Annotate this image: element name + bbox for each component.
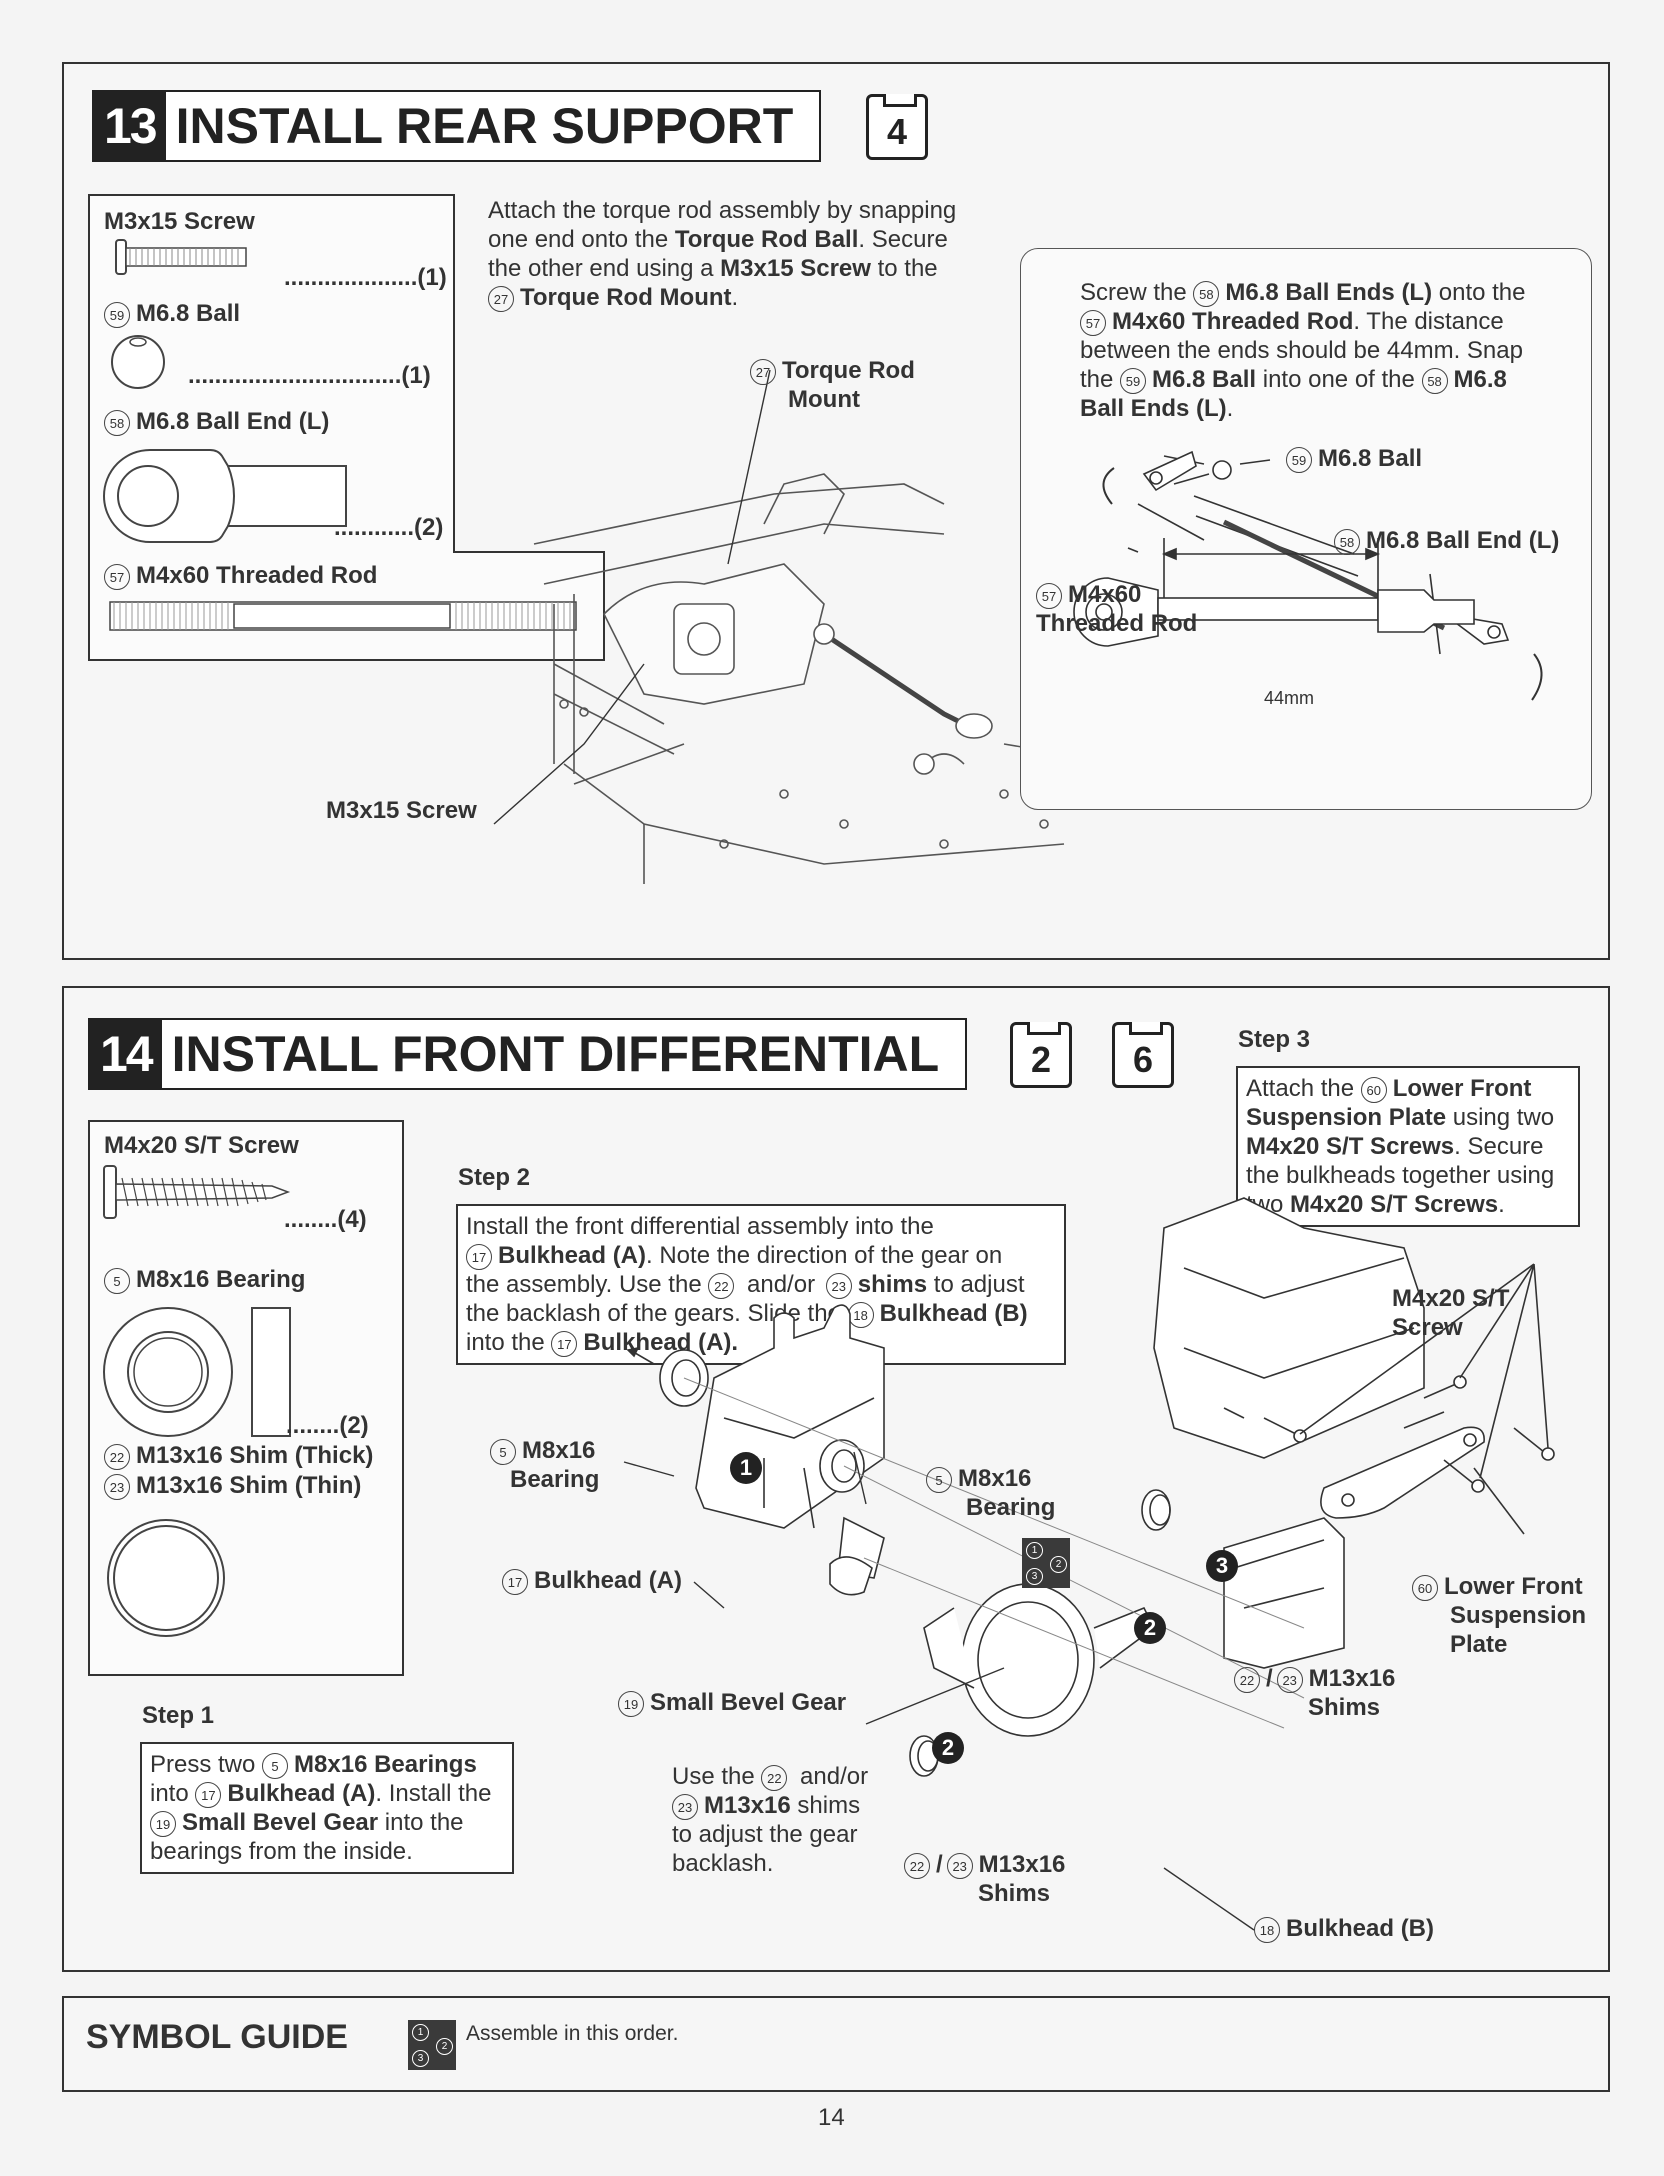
order-bullet: 2 <box>932 1732 964 1764</box>
step-2-label: Step 2 <box>458 1164 531 1191</box>
differential-exploded-drawing <box>626 1197 1555 1777</box>
step-title-text: INSTALL FRONT DIFFERENTIAL <box>171 1026 940 1082</box>
part-qty: ....................(1) <box>284 264 447 291</box>
st-screw-icon <box>103 1165 291 1219</box>
step-14-panel: 14 INSTALL FRONT DIFFERENTIAL 2 6 M4x20 … <box>62 986 1610 1972</box>
bearing-icon <box>103 1307 291 1437</box>
step-number: 14 <box>90 1020 162 1088</box>
step-title-text: INSTALL REAR SUPPORT <box>175 98 794 154</box>
order-bullet: 3 <box>1206 1550 1238 1582</box>
leader-lines <box>623 1451 1255 1931</box>
parts-box-outline <box>88 194 605 661</box>
parts-bag-icon: 6 <box>1112 1022 1174 1088</box>
part-qty: ........(2) <box>286 1412 369 1439</box>
dimension-label: 44mm <box>1264 688 1315 708</box>
shim-icon <box>107 1519 225 1637</box>
ball-end-icon <box>103 449 347 543</box>
step-13-instruction: Attach the torque rod assembly by snappi… <box>488 197 957 312</box>
symbol-guide-text: Assemble in this order. <box>466 2022 679 2045</box>
step-3-label: Step 3 <box>1238 1026 1311 1053</box>
threaded-rod-icon <box>109 601 577 631</box>
ball-end-callout <box>1020 248 1592 810</box>
page-number: 14 <box>818 2104 845 2131</box>
chassis-illustration <box>533 473 1084 884</box>
part-label: M3x15 Screw <box>104 208 255 235</box>
parts-bag-icon: 4 <box>866 94 928 160</box>
leader-lines <box>493 369 771 825</box>
step-14-title: 14 INSTALL FRONT DIFFERENTIAL <box>88 1018 968 1090</box>
part-label: M4x20 S/T Screw <box>104 1132 299 1159</box>
label-m3x15-screw: M3x15 Screw <box>326 797 477 824</box>
part-qty: ............(2) <box>334 514 444 541</box>
order-bullet: 2 <box>1134 1612 1166 1644</box>
parts-bag-icon: 2 <box>1010 1022 1072 1088</box>
part-qty: ................................(1) <box>188 362 431 389</box>
step-13-panel: 13 INSTALL REAR SUPPORT 4 M3x15 Screw ..… <box>62 62 1610 960</box>
symbol-guide-title: SYMBOL GUIDE <box>86 2018 348 2056</box>
step-13-title: 13 INSTALL REAR SUPPORT <box>92 90 822 162</box>
part-qty: ........(4) <box>284 1206 367 1233</box>
step-number: 13 <box>94 92 166 160</box>
rod-assembly-drawing <box>1073 450 1543 701</box>
label-st-screw: M4x20 S/T Screw <box>1392 1285 1510 1341</box>
ball-icon <box>111 335 165 389</box>
order-bullet: 1 <box>730 1452 762 1484</box>
screw-icon <box>115 239 247 275</box>
step-1-label: Step 1 <box>142 1702 215 1729</box>
